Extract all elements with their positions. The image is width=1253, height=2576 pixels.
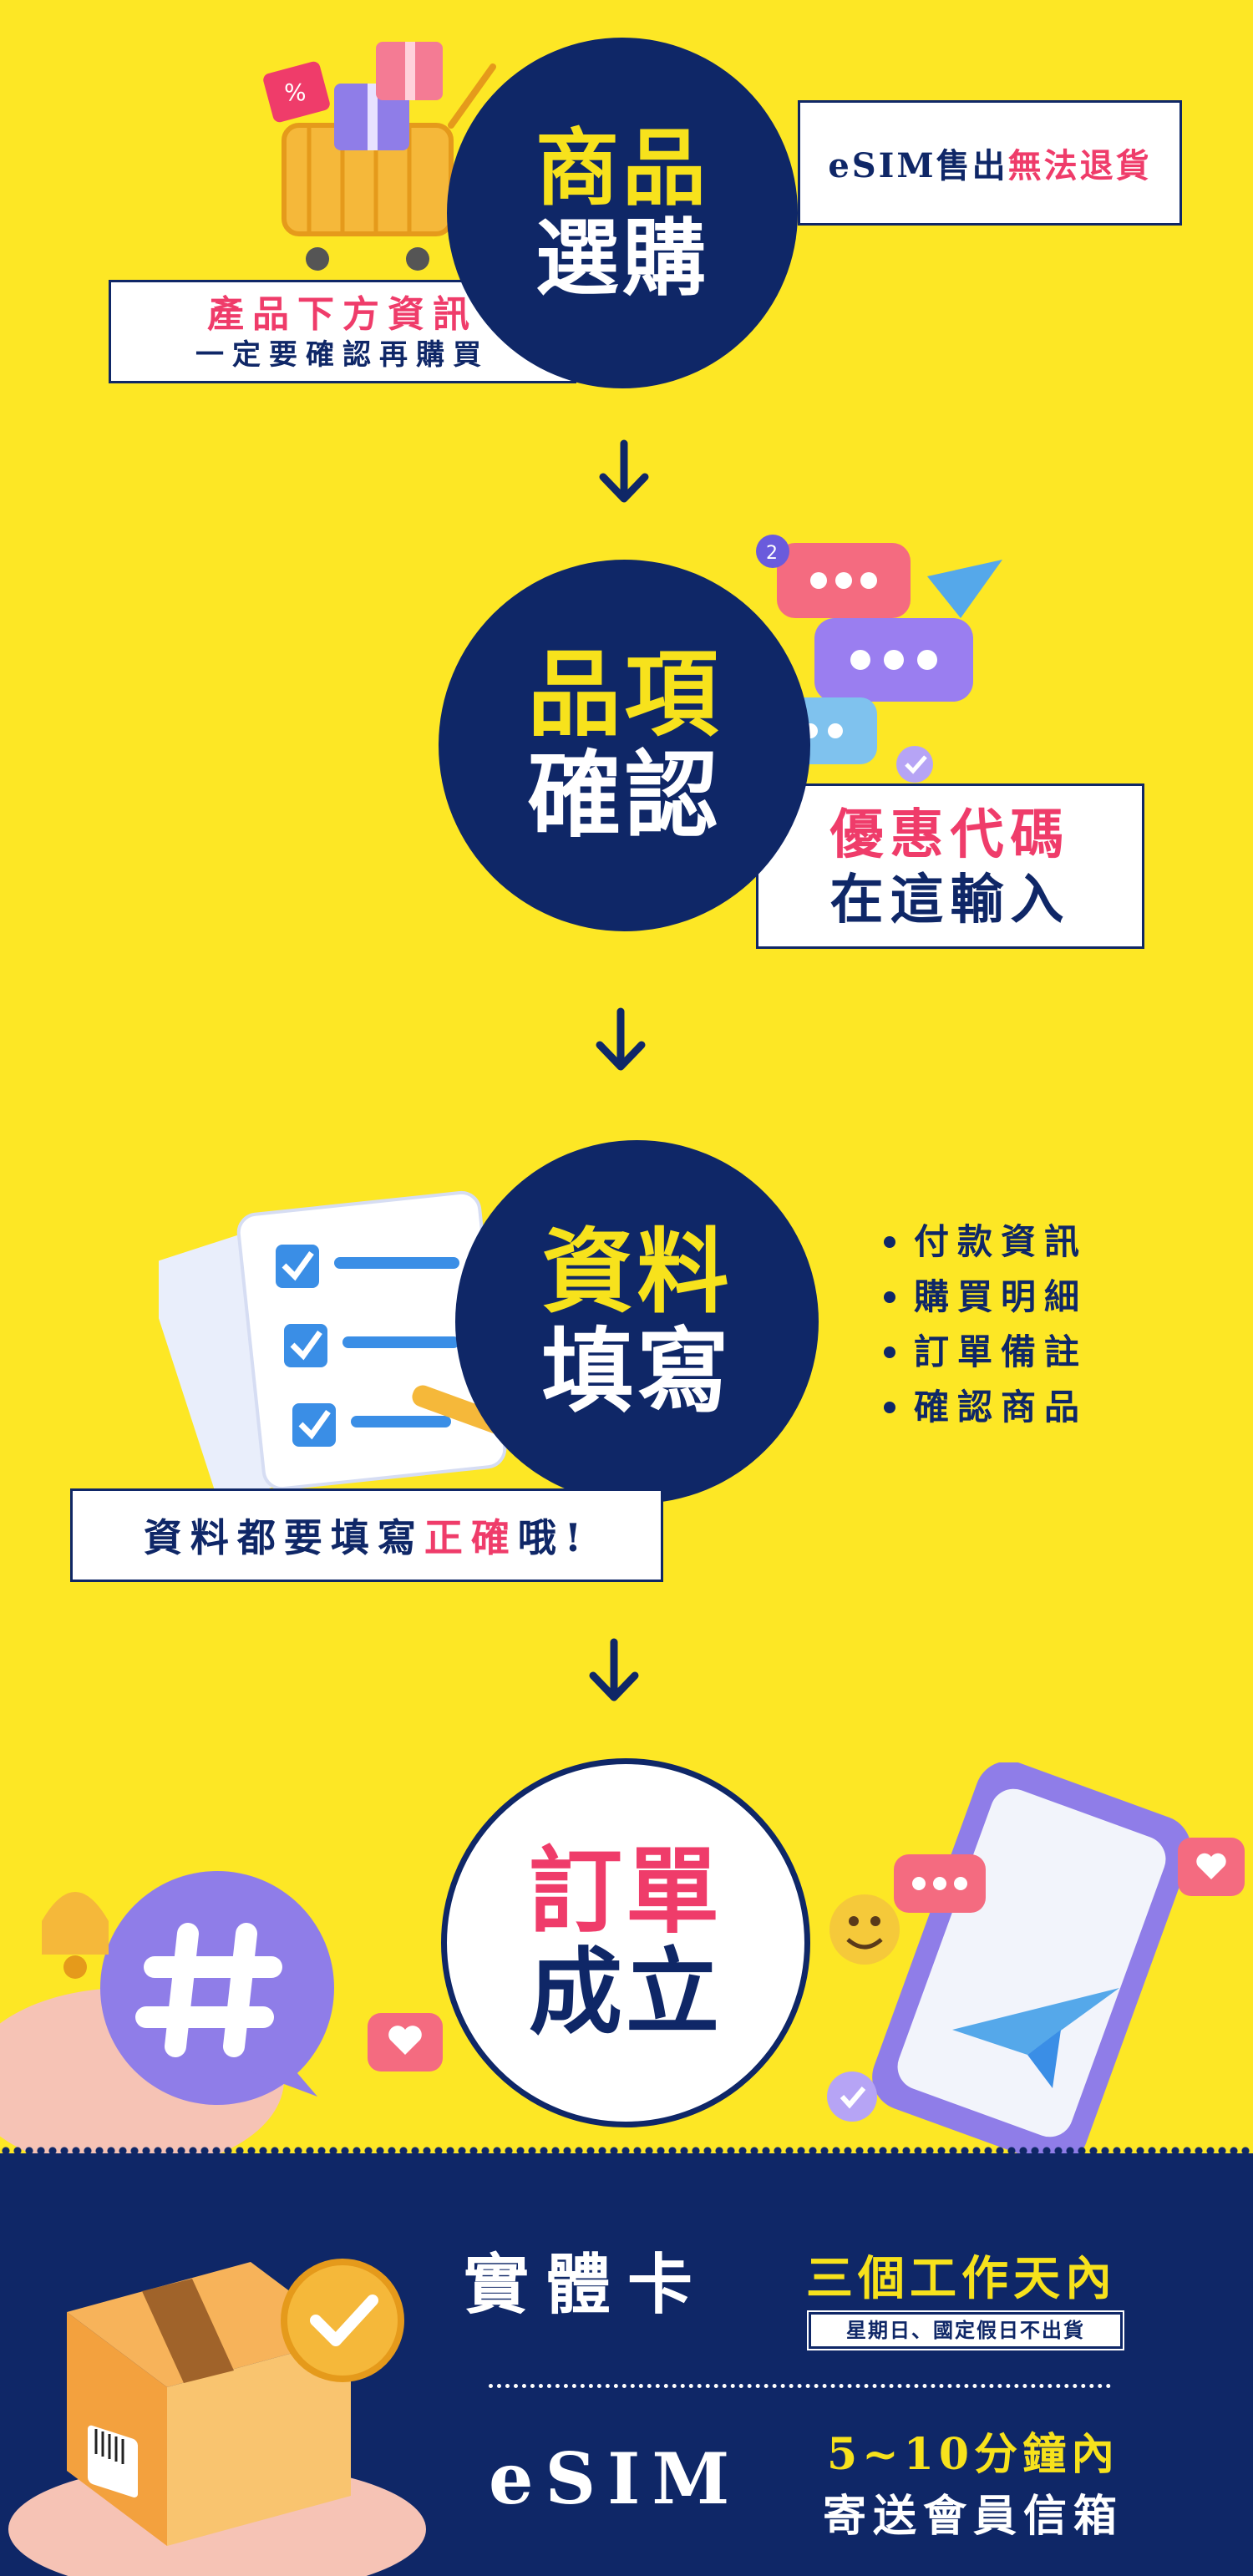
- step3-circle: 資料 填寫: [455, 1140, 819, 1504]
- bullet-dot-icon: [884, 1291, 895, 1303]
- bullet-dot-icon: [884, 1236, 895, 1248]
- list-item: 購買明細: [884, 1270, 1088, 1325]
- step3-title-line1: 資料: [541, 1217, 733, 1326]
- step4-illustration-left: [0, 1813, 468, 2172]
- step2-note: 優惠代碼 在這輸入: [756, 783, 1144, 949]
- note-left-line1: 產品下方資訊: [207, 293, 478, 336]
- step2-title-line1: 品項: [527, 639, 722, 749]
- bullet-text: 確認商品: [914, 1387, 1088, 1427]
- step1-title-line2: 選購: [535, 209, 709, 307]
- note-right-text-b: 無法退貨: [1007, 146, 1152, 185]
- esim-time: 5~10分鐘內: [827, 2429, 1120, 2480]
- list-item: 付款資訊: [884, 1214, 1088, 1270]
- physical-card-time: 三個工作天內: [806, 2251, 1117, 2306]
- step2-illustration: 2: [735, 526, 1019, 794]
- checklist-icon: [145, 1190, 532, 1501]
- step3-illustration: [145, 1169, 560, 1504]
- step4-title-line1: 訂單: [529, 1837, 723, 1947]
- footer-divider: [489, 2384, 1111, 2388]
- bullet-text: 購買明細: [914, 1276, 1088, 1317]
- footer-panel: 實體卡 三個工作天內 星期日、國定假日不出貨 eSIM 5~10分鐘內 寄送會員…: [0, 2153, 1253, 2576]
- bullet-text: 付款資訊: [914, 1221, 1088, 1262]
- step2-title-line2: 確認: [527, 740, 722, 850]
- arrow-down-icon: [596, 1007, 646, 1071]
- note-left-line2: 一定要確認再購買: [195, 338, 490, 372]
- chat-bubbles-icon: 2: [748, 535, 1002, 783]
- step1-illustration: %: [251, 33, 518, 284]
- list-item: 訂單備註: [884, 1325, 1088, 1380]
- arrow-down-icon: [589, 1638, 639, 1701]
- package-box-icon: [8, 2259, 426, 2576]
- arrow-down-icon: [599, 439, 649, 503]
- bullet-dot-icon: [884, 1346, 895, 1358]
- physical-card-note: 星期日、國定假日不出貨: [807, 2310, 1124, 2350]
- step4-circle: 訂單 成立: [441, 1758, 810, 2127]
- svg-text:%: %: [284, 79, 307, 106]
- bullet-dot-icon: [884, 1402, 895, 1413]
- step3-note-c: 哦!: [517, 1515, 591, 1560]
- svg-text:2: 2: [766, 543, 778, 564]
- physical-card-label: 實體卡: [464, 2247, 710, 2323]
- step2-circle: 品項 確認: [439, 560, 810, 931]
- bullet-text: 訂單備註: [914, 1331, 1088, 1372]
- step2-note-line2: 在這輸入: [829, 869, 1071, 931]
- esim-note: 寄送會員信箱: [823, 2491, 1124, 2542]
- step3-note: 資料都要填寫正確哦!: [70, 1488, 663, 1582]
- step3-note-a: 資料都要填寫: [143, 1515, 424, 1560]
- step2-note-line1: 優惠代碼: [829, 804, 1071, 866]
- step3-bullet-list: 付款資訊 購買明細 訂單備註 確認商品: [884, 1214, 1088, 1435]
- hashtag-bubble-icon: [0, 1871, 443, 2172]
- note-right-text-a: eSIM售出: [828, 146, 1008, 185]
- step1-title-line1: 商品: [535, 119, 709, 217]
- step1-note-right: eSIM售出無法退貨: [798, 100, 1182, 226]
- list-item: 確認商品: [884, 1380, 1088, 1435]
- step3-note-b: 正確: [424, 1515, 518, 1560]
- step1-circle: 商品 選購: [447, 38, 798, 388]
- phone-paper-plane-icon: [827, 1761, 1245, 2165]
- step4-illustration-right: [802, 1761, 1253, 2165]
- step4-title-line2: 成立: [529, 1938, 723, 2047]
- esim-label: eSIM: [489, 2437, 742, 2520]
- shopping-cart-icon: %: [263, 42, 496, 271]
- step3-title-line2: 填寫: [541, 1316, 733, 1425]
